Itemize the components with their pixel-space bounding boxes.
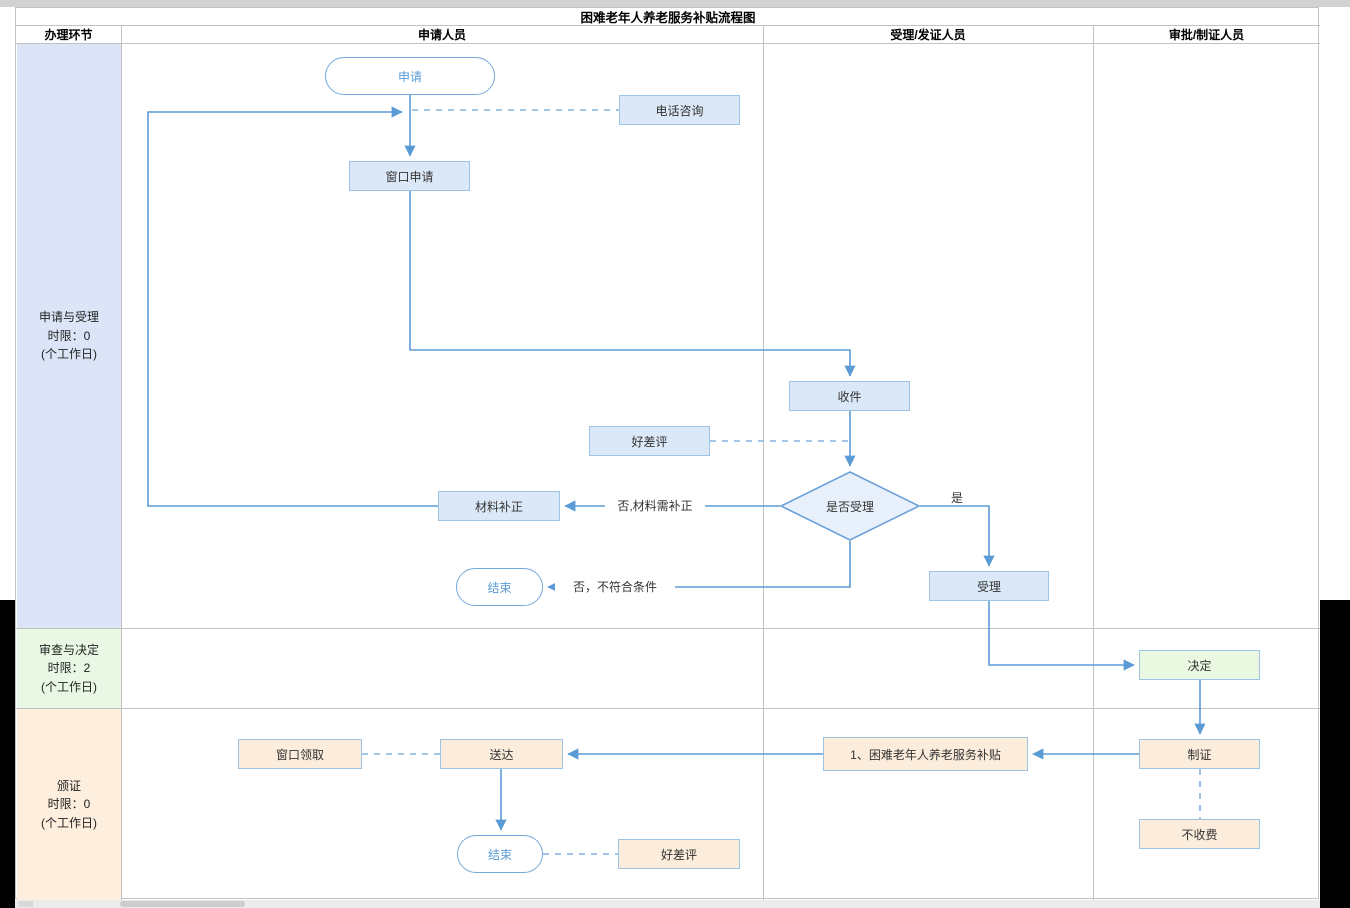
node-deliver[interactable]: 送达	[440, 739, 563, 769]
decision-diamond-shape	[779, 471, 921, 541]
page-title: 困难老年人养老服务补贴流程图	[580, 11, 756, 25]
document-page: 困难老年人养老服务补贴流程图 办理环节 申请人员 受理/发证人员 审批/制证人员…	[15, 7, 1320, 900]
node-subsidy-item[interactable]: 1、困难老年人养老服务补贴	[823, 737, 1028, 771]
black-margin-right	[1320, 600, 1350, 908]
grid-line	[16, 628, 1320, 629]
window-top-strip	[0, 0, 1350, 7]
horizontal-scrollbar[interactable]	[15, 900, 1320, 908]
node-accept[interactable]: 受理	[929, 571, 1049, 601]
node-make-cert[interactable]: 制证	[1139, 739, 1260, 769]
column-header-acceptor: 受理/发证人员	[890, 28, 966, 42]
node-end-1[interactable]: 结束	[456, 568, 543, 606]
node-accept-decision[interactable]: 是否受理	[779, 471, 921, 541]
title-row: 困难老年人养老服务补贴流程图	[16, 8, 1320, 25]
scrollbar-left-button[interactable]	[19, 901, 33, 907]
edge-label-no-reject: 否，不符合条件	[555, 579, 675, 595]
node-material-correction[interactable]: 材料补正	[438, 491, 560, 521]
node-start-apply[interactable]: 申请	[325, 57, 495, 95]
node-rating-1[interactable]: 好差评	[589, 426, 710, 456]
edge-label-no-correction: 否,材料需补正	[605, 498, 705, 514]
node-decide[interactable]: 决定	[1139, 650, 1260, 680]
column-header-approver: 审批/制证人员	[1168, 28, 1245, 42]
scrollbar-thumb[interactable]	[120, 901, 245, 907]
lane-label-review-decide: 审查与决定 时限：2 (个工作日)	[17, 629, 121, 708]
grid-line	[121, 25, 122, 900]
node-rating-2[interactable]: 好差评	[618, 839, 740, 869]
lane-label-issue-cert: 颁证 时限：0 (个工作日)	[17, 709, 121, 900]
node-window-apply[interactable]: 窗口申请	[349, 161, 470, 191]
grid-line	[763, 25, 764, 900]
edge-label-yes: 是	[950, 491, 963, 505]
node-window-pickup[interactable]: 窗口领取	[238, 739, 362, 769]
grid-line	[16, 708, 1320, 709]
decision-label: 是否受理	[825, 499, 874, 514]
lane-label-apply-accept: 申请与受理 时限：0 (个工作日)	[17, 44, 121, 628]
node-no-fee[interactable]: 不收费	[1139, 819, 1260, 849]
node-end-2[interactable]: 结束	[457, 835, 543, 873]
column-header-stage: 办理环节	[44, 28, 93, 42]
column-header-applicant: 申请人员	[417, 28, 466, 42]
node-phone-inquiry[interactable]: 电话咨询	[619, 95, 740, 125]
grid-line	[16, 43, 1320, 44]
node-receive[interactable]: 收件	[789, 381, 910, 411]
grid-line	[16, 25, 1320, 26]
black-margin-left	[0, 600, 15, 908]
grid-line	[1093, 25, 1094, 900]
